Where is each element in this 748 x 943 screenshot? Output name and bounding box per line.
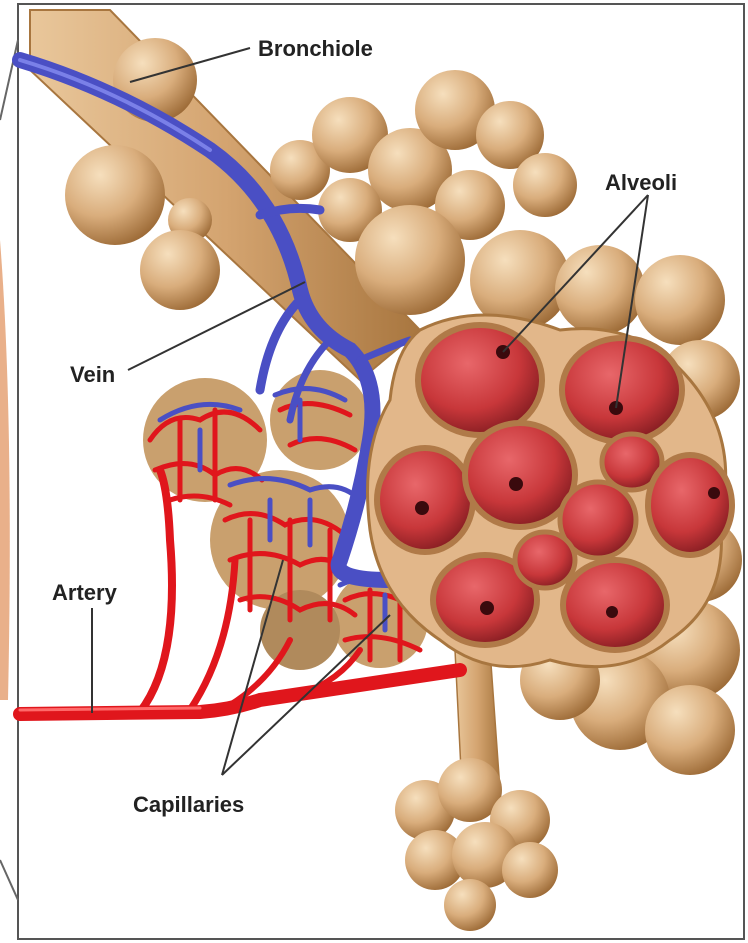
- label-alveoli: Alveoli: [605, 170, 677, 195]
- zoom-line-bottom: [0, 860, 18, 900]
- left-tissue-edge: [0, 240, 10, 700]
- zoom-line-top: [0, 40, 18, 120]
- alveoli-cross-section: [368, 315, 733, 667]
- label-bronchiole: Bronchiole: [258, 36, 373, 61]
- label-vein: Vein: [70, 362, 115, 387]
- label-capillaries: Capillaries: [133, 792, 244, 817]
- label-artery: Artery: [52, 580, 118, 605]
